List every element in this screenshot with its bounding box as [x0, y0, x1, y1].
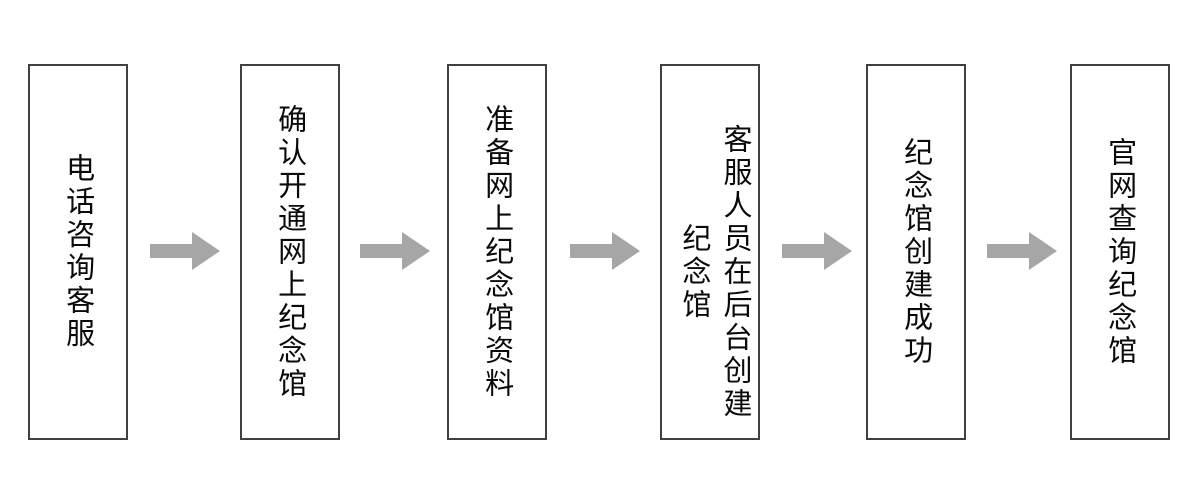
- flow-arrow-3: [570, 232, 640, 270]
- process-step-4[interactable]: 客服人员在后台创建纪念馆: [660, 64, 760, 440]
- process-step-2-label: 确认开通网上纪念馆: [273, 103, 308, 401]
- flow-arrow-2: [360, 232, 430, 270]
- right-arrow-icon: [360, 232, 430, 270]
- process-step-2[interactable]: 确认开通网上纪念馆: [240, 64, 340, 440]
- process-step-6-label: 官网查询纪念馆: [1103, 136, 1138, 368]
- process-step-5[interactable]: 纪念馆创建成功: [866, 64, 966, 440]
- right-arrow-icon: [987, 232, 1057, 270]
- process-step-3[interactable]: 准备网上纪念馆资料: [447, 64, 547, 440]
- flow-arrow-1: [150, 232, 220, 270]
- flow-arrow-4: [782, 232, 852, 270]
- right-arrow-icon: [150, 232, 220, 270]
- right-arrow-icon: [570, 232, 640, 270]
- process-step-6[interactable]: 官网查询纪念馆: [1070, 64, 1170, 440]
- process-step-1-label: 电话咨询客服: [61, 153, 96, 351]
- process-step-3-label: 准备网上纪念馆资料: [480, 103, 515, 401]
- right-arrow-icon: [782, 232, 852, 270]
- process-step-5-label: 纪念馆创建成功: [899, 136, 934, 368]
- process-step-4-label: 客服人员在后台创建纪念馆: [677, 123, 753, 421]
- flow-arrow-5: [987, 232, 1057, 270]
- process-step-1[interactable]: 电话咨询客服: [28, 64, 128, 440]
